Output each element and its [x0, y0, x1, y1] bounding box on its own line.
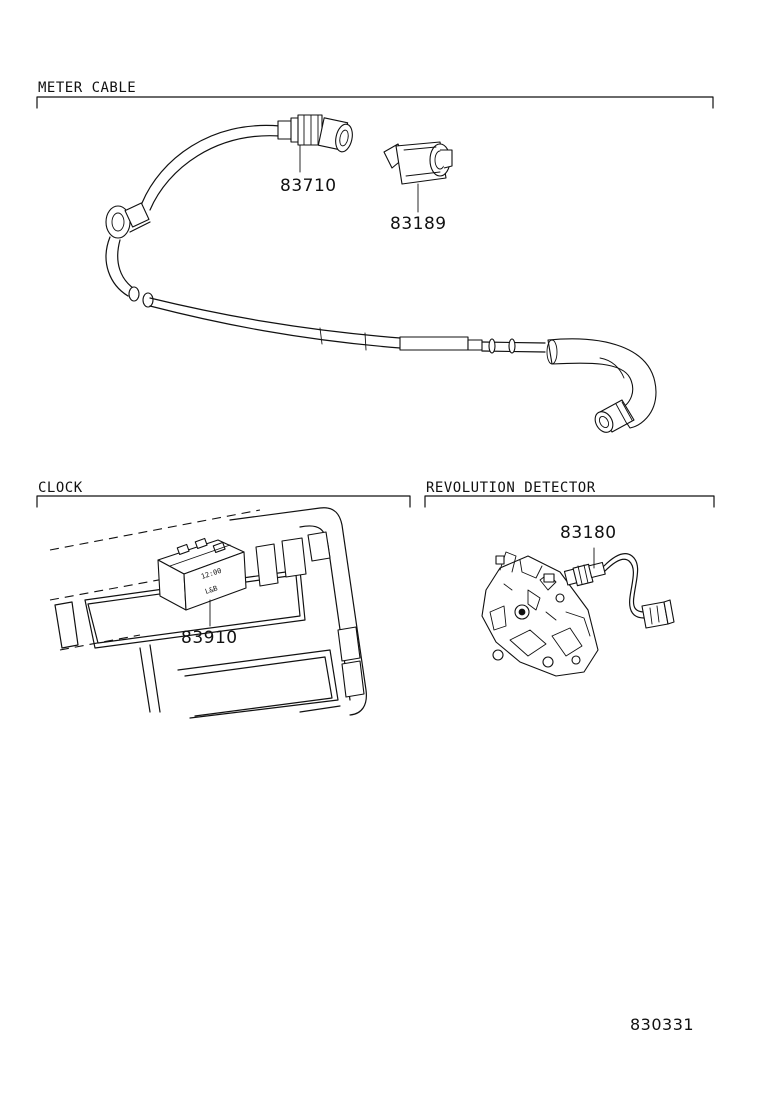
- part-83910-clock: 12:00 L&B: [157, 537, 247, 627]
- part-83710-drive-connector: [277, 114, 353, 173]
- meter-cable-assembly: [105, 124, 657, 433]
- part-83180-speed-sensor: [563, 547, 675, 629]
- instrument-panel-outline: [49, 507, 367, 719]
- revolution-detector-bracket: [424, 495, 715, 508]
- clock-bracket: [36, 495, 411, 508]
- catalog-number: 830331: [630, 1015, 694, 1034]
- clock-section: CLOCK: [36, 480, 411, 719]
- clock-button-markings: L&B: [204, 584, 219, 596]
- meter-cable-bracket: [36, 96, 714, 109]
- revolution-detector-title: REVOLUTION DETECTOR: [426, 480, 596, 496]
- meter-cable-section: METER CABLE: [36, 80, 714, 433]
- clock-title: CLOCK: [38, 480, 83, 496]
- transmission-housing: [481, 551, 599, 677]
- part-label-83710: 83710: [280, 176, 337, 196]
- part-label-83910: 83910: [181, 628, 238, 648]
- revolution-detector-section: REVOLUTION DETECTOR: [424, 480, 715, 677]
- meter-cable-title: METER CABLE: [38, 80, 136, 96]
- part-label-83180: 83180: [560, 523, 617, 543]
- part-83189-adapter: [383, 141, 453, 213]
- part-label-83189: 83189: [390, 214, 447, 234]
